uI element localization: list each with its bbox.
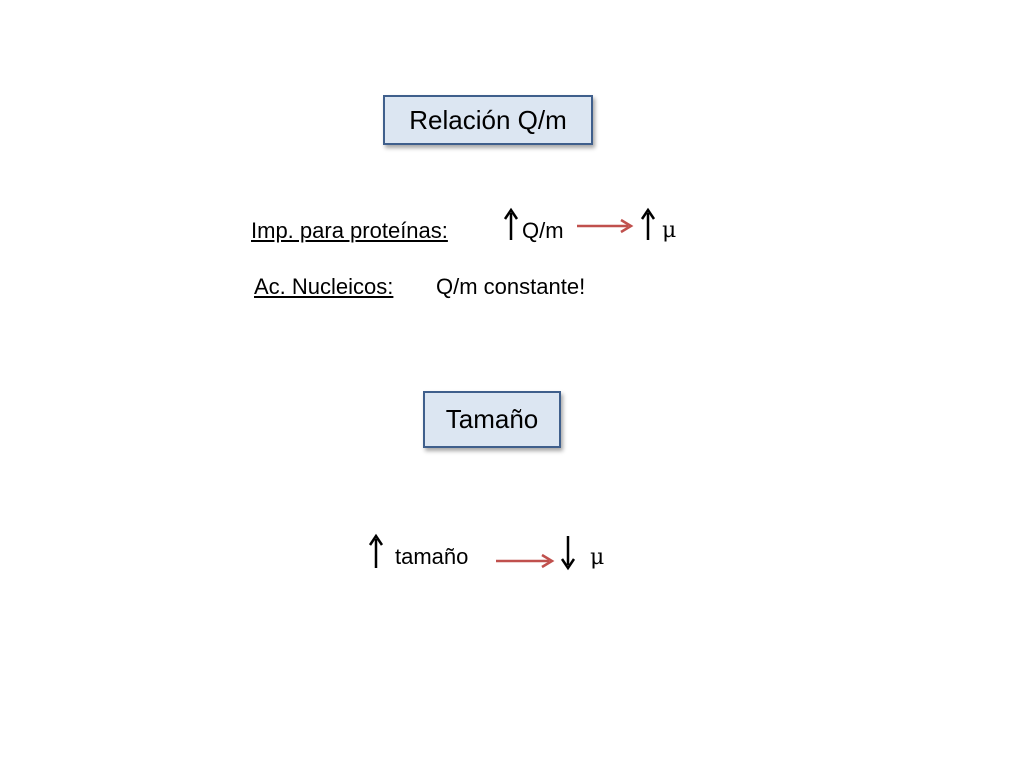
quantity-qm: Q/m [522, 218, 564, 243]
title-box-tamano: Tamaño [423, 391, 561, 448]
label-proteinas: Imp. para proteínas: [251, 218, 448, 243]
mobility-symbol: μ [590, 545, 605, 570]
up-arrow-icon [503, 207, 519, 240]
up-arrow-icon [640, 207, 656, 240]
mobility-symbol: μ [662, 218, 677, 243]
implies-arrow-icon [496, 553, 555, 569]
title-relacion: Relación Q/m [409, 104, 567, 135]
up-arrow-icon [368, 533, 384, 568]
quantity-tamano: tamaño [395, 544, 469, 569]
text-qm-constante: Q/m constante! [436, 274, 586, 299]
title-box-relacion: Relación Q/m [383, 95, 593, 145]
down-arrow-icon [560, 536, 576, 571]
title-tamano: Tamaño [445, 404, 539, 434]
label-nucleicos: Ac. Nucleicos: [254, 274, 394, 299]
implies-arrow-icon [577, 218, 634, 234]
